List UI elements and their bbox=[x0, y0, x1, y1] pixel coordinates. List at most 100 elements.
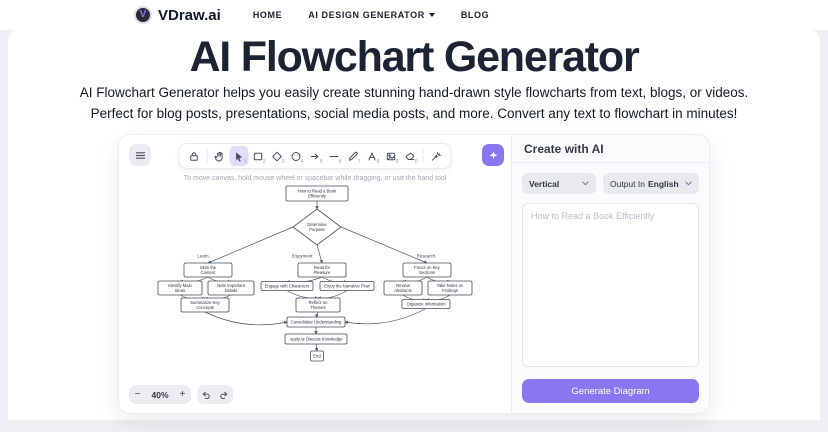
zoom-out-button[interactable]: − bbox=[129, 385, 146, 404]
brand-logo-link[interactable]: V VDraw.ai bbox=[134, 6, 221, 24]
arrow-icon bbox=[310, 153, 319, 160]
tool-shortcut-number: 3 bbox=[281, 159, 285, 166]
menu-button[interactable] bbox=[129, 144, 151, 167]
flowchart-edge-review-organize bbox=[402, 295, 427, 303]
tool-shortcut-number: 0 bbox=[414, 159, 418, 166]
svg-text:Enjoyment: Enjoyment bbox=[292, 254, 314, 259]
selection-icon bbox=[236, 152, 243, 162]
vdraw-logo-icon: V bbox=[134, 6, 152, 24]
tool-shortcut-number: 6 bbox=[338, 159, 342, 166]
tool-selection[interactable]: 1 bbox=[229, 146, 249, 167]
zoom-level[interactable]: 40% bbox=[151, 389, 169, 400]
svg-text:Research: Research bbox=[417, 254, 436, 259]
nav-item-home[interactable]: HOME bbox=[252, 10, 283, 20]
panel-title: Create with AI bbox=[512, 135, 709, 164]
svg-text:Consolidate Understanding: Consolidate Understanding bbox=[291, 320, 342, 325]
toolbar: 1 2 3 4 5 6 7 8 9 0 bbox=[178, 143, 452, 170]
tool-shortcut-number: 2 bbox=[262, 159, 266, 166]
tool-line[interactable]: 6 bbox=[325, 146, 344, 166]
tool-hand[interactable] bbox=[211, 146, 230, 166]
brand-name: VDraw.ai bbox=[158, 6, 221, 24]
flowchart-node-apply: Apply or Discuss Knowledge bbox=[284, 334, 348, 345]
flowchart-node-consolidate: Consolidate Understanding bbox=[286, 317, 346, 328]
svg-text:Enjoy the Narrative Flow: Enjoy the Narrative Flow bbox=[324, 284, 371, 289]
flowchart-edge-organize-consolidate bbox=[344, 308, 427, 325]
tool-diamond[interactable]: 3 bbox=[268, 146, 287, 166]
lock-icon bbox=[190, 152, 198, 161]
hero-description-line1: AI Flowchart Generator helps you easily … bbox=[79, 85, 749, 101]
tool-shortcut-number: 8 bbox=[376, 159, 380, 166]
tool-lock[interactable] bbox=[185, 146, 204, 166]
svg-text:Organize Information: Organize Information bbox=[406, 302, 446, 307]
flowchart-edge-enjoy-reflect bbox=[317, 290, 348, 301]
tool-shortcut-number: 9 bbox=[395, 159, 399, 166]
diamond-icon bbox=[272, 151, 282, 162]
text-icon bbox=[368, 152, 376, 161]
svg-text:Apply or Discuss Knowledge: Apply or Discuss Knowledge bbox=[289, 337, 343, 342]
tool-rectangle[interactable]: 2 bbox=[249, 146, 268, 166]
chevron-down-icon bbox=[582, 181, 589, 186]
tool-shortcut-number: 7 bbox=[357, 159, 361, 166]
flowchart-edge-focus-review bbox=[402, 277, 428, 284]
flowchart-edge-skim-note bbox=[207, 277, 232, 284]
chevron-down-icon bbox=[428, 13, 435, 17]
tool-ellipse[interactable]: 4 bbox=[287, 146, 306, 166]
hamburger-icon bbox=[135, 152, 145, 159]
nav-item-ai-design-generator[interactable]: AI DESIGN GENERATOR bbox=[308, 10, 435, 20]
nav-item-blog[interactable]: BLOG bbox=[460, 10, 490, 20]
eraser-icon bbox=[405, 152, 415, 160]
prompt-input[interactable] bbox=[522, 203, 699, 368]
tool-image[interactable]: 9 bbox=[382, 146, 401, 166]
tool-draw[interactable]: 7 bbox=[344, 146, 363, 166]
generate-diagram-button[interactable]: Generate Diagram bbox=[522, 379, 699, 404]
flowchart-edge-identify-summarize bbox=[179, 295, 206, 301]
flowchart-edge-focus-takenotes bbox=[426, 277, 451, 284]
page-title: AI Flowchart Generator bbox=[189, 33, 639, 81]
tool-text[interactable]: 8 bbox=[363, 146, 382, 166]
tool-arrow[interactable]: 5 bbox=[306, 146, 325, 166]
flowchart-edge-skim-identify bbox=[179, 277, 209, 284]
redo-button[interactable] bbox=[215, 385, 233, 404]
tool-eraser[interactable]: 0 bbox=[401, 146, 420, 166]
ai-generate-button[interactable] bbox=[482, 144, 504, 167]
tool-laser[interactable] bbox=[427, 146, 446, 166]
canvas-controls: − 40% + bbox=[129, 385, 233, 405]
tool-shortcut-number: 4 bbox=[300, 159, 304, 166]
flowchart-node-engage: Engage with Characters bbox=[260, 281, 314, 292]
logo-letter: V bbox=[139, 9, 147, 20]
svg-text:End: End bbox=[313, 354, 321, 359]
flowchart-node-end: End bbox=[310, 351, 324, 362]
line-icon bbox=[329, 155, 339, 157]
flowchart-edge-engage-reflect bbox=[286, 290, 319, 301]
undo-button[interactable] bbox=[197, 385, 215, 404]
rectangle-icon bbox=[253, 152, 263, 161]
toolbar-divider bbox=[422, 149, 424, 164]
sparkle-icon bbox=[489, 151, 497, 160]
orientation-value: Vertical bbox=[529, 178, 560, 189]
draw-icon bbox=[349, 151, 358, 161]
flowchart-node-enjoy: Enjoy the Narrative Flow bbox=[319, 281, 375, 292]
svg-text:Engage with Characters: Engage with Characters bbox=[265, 284, 310, 289]
hand-icon bbox=[214, 151, 223, 162]
orientation-select[interactable]: Vertical bbox=[522, 173, 596, 195]
zoom-in-button[interactable]: + bbox=[174, 385, 191, 404]
flowchart-edge-takenotes-organize bbox=[425, 295, 451, 303]
laser-icon bbox=[431, 152, 441, 161]
tool-shortcut-number: 5 bbox=[319, 159, 323, 166]
hero-description-line2: Perfect for blog posts, presentations, s… bbox=[90, 106, 738, 122]
